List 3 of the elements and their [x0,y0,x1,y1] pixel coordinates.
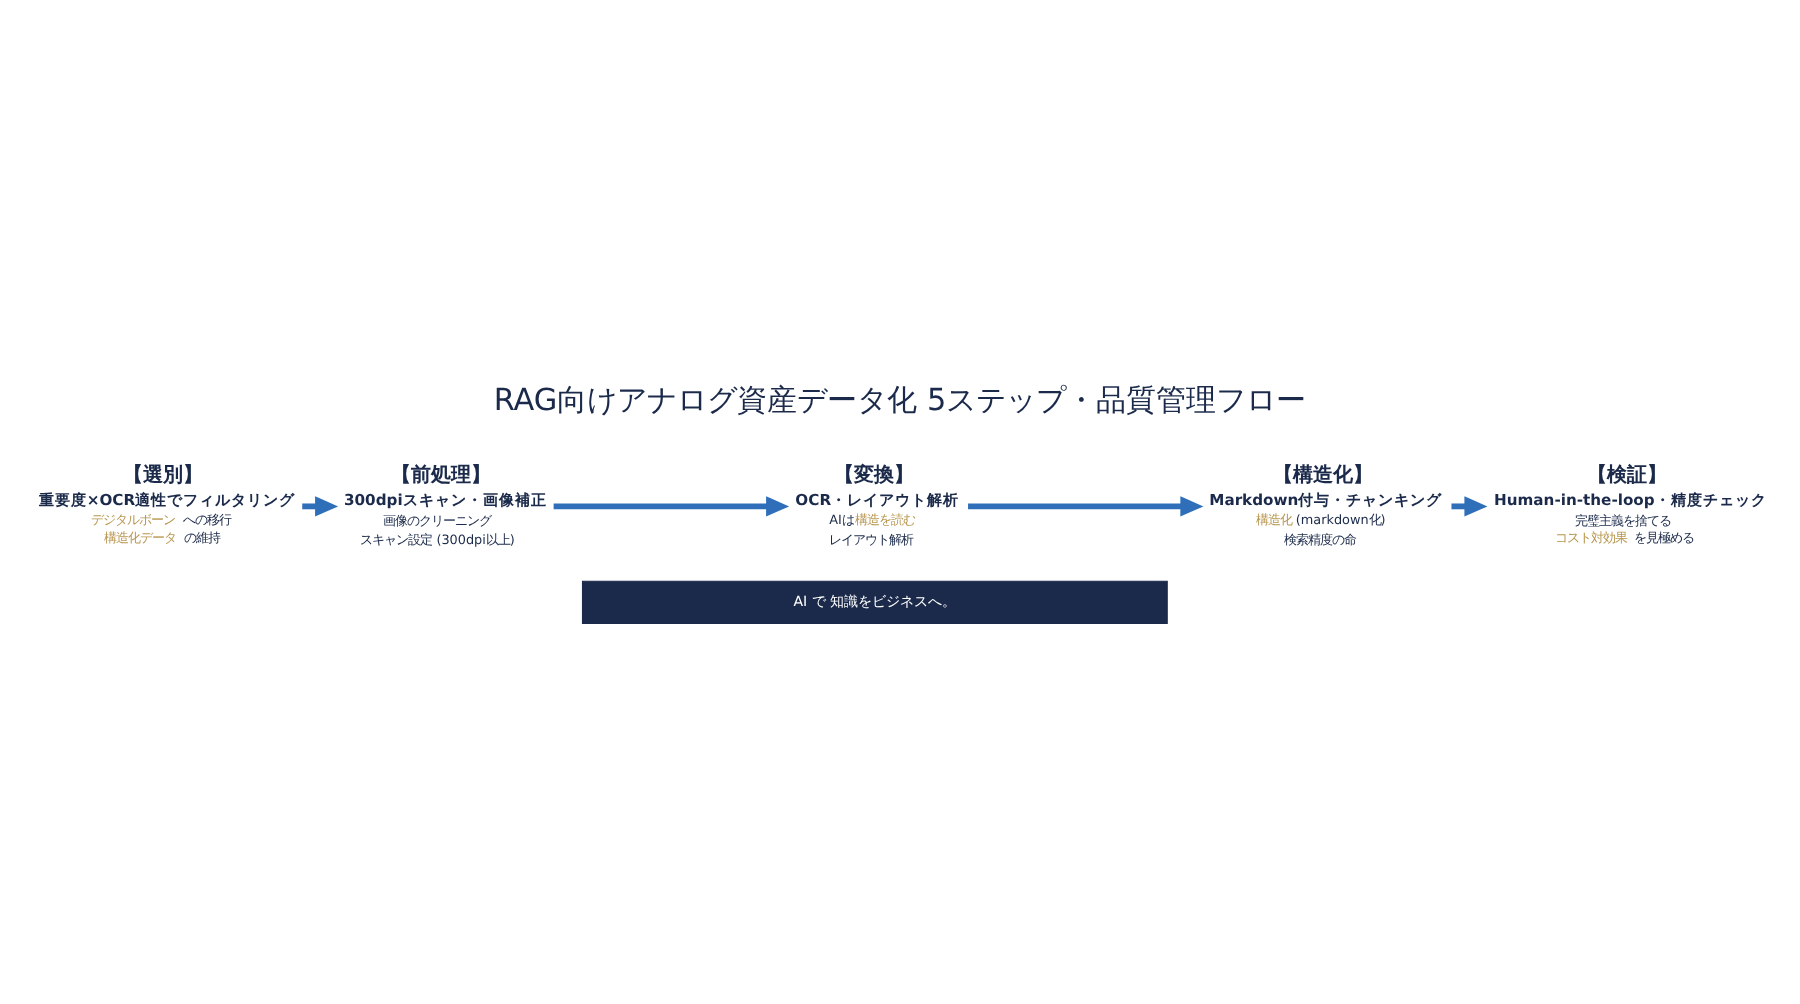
diagram-title: RAG向けアナログ資産データ化 5ステップ・品質管理フロー [493,381,1307,418]
arrow [968,496,1204,517]
arrow [553,496,790,517]
